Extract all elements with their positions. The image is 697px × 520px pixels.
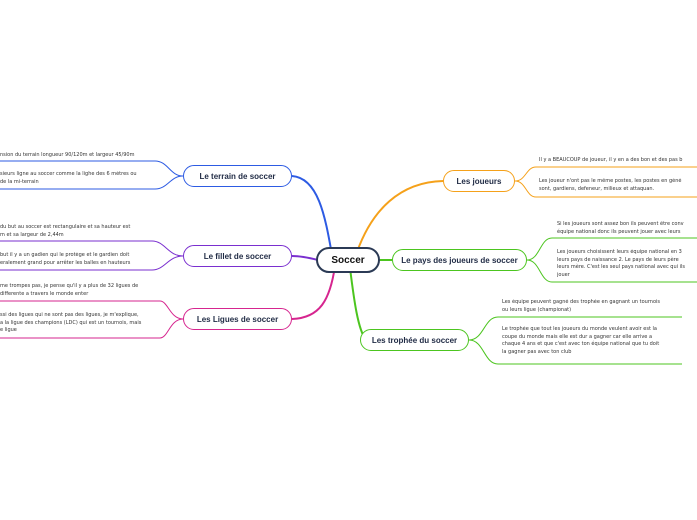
leaf-line: but il y a un gadien qui le protège et l… — [0, 252, 130, 258]
leaf-line: jouer — [557, 271, 570, 278]
leaf-joueurs-postes[interactable]: Les joueur n'ont pas le même postes, les… — [539, 178, 697, 193]
leaf-line: e ligue — [0, 327, 17, 334]
leaf-line: nsion du terrain longueur 90/120m et lar… — [0, 152, 135, 158]
leaf-line: sont, gardiens, defeneur, milieux et att… — [539, 185, 655, 192]
leaf-line: Les joueurs choisissent leurs équipe nat… — [557, 249, 682, 255]
topic-pays[interactable]: Le pays des joueurs de soccer — [392, 249, 527, 271]
leaf-line: Les joueur n'ont pas le même postes, les… — [539, 178, 682, 184]
leaf-line: sieurs ligne au soccer comme la lighe de… — [0, 171, 137, 177]
root-topic-soccer[interactable]: Soccer — [316, 247, 380, 273]
topic-terrain[interactable]: Le terrain de soccer — [183, 165, 292, 187]
leaf-line: ssi des ligues qui ne sont pas des ligue… — [0, 312, 139, 318]
leaf-line: chaque 4 ans et que c'est avec ton équip… — [502, 341, 660, 348]
topic-fillet[interactable]: Le fillet de soccer — [183, 245, 292, 267]
leaf-line: m et sa largeur de 2,44m — [0, 231, 64, 238]
leaf-line: la gagner pas avec ton club — [502, 348, 572, 355]
leaf-pays-convocation[interactable]: Si les joueurs sont assez bon ils peuven… — [557, 221, 697, 236]
leaf-line: du but au soccer est rectangulaire et sa… — [0, 224, 131, 230]
leaf-terrain-lignes[interactable]: sieurs ligne au soccer comme la lighe de… — [0, 171, 155, 186]
leaf-line: leurs pays de naissance 2. Le pays de le… — [557, 256, 679, 263]
link-fillet — [291, 255, 319, 261]
topic-ligues[interactable]: Les Ligues de soccer — [183, 308, 292, 330]
leaf-line: Le trophée que tout les joueurs du monde… — [502, 326, 657, 332]
leaf-line: Les équipe peuvent gagné des trophée en … — [502, 299, 661, 305]
leaf-ligues-nombre[interactable]: me trompes pas, je pense qu'il y a plus … — [0, 283, 160, 298]
link-joueurs — [356, 180, 444, 253]
topic-trophee[interactable]: Les trophée du soccer — [360, 329, 469, 351]
leaf-trophee-tournois[interactable]: Les équipe peuvent gagné des trophée en … — [502, 299, 682, 314]
leaf-line: leurs mère. C'est les seul pays national… — [557, 264, 686, 271]
leaf-terrain-dimension[interactable]: nsion du terrain longueur 90/120m et lar… — [0, 152, 155, 160]
topic-joueurs[interactable]: Les joueurs — [443, 170, 515, 192]
leaf-fillet-gardien[interactable]: but il y a un gadien qui le protège et l… — [0, 252, 152, 267]
leaf-line: a la ligue des champions (LDC) qui est u… — [0, 319, 142, 326]
link-trophee — [349, 267, 367, 341]
leaf-line: me trompes pas, je pense qu'il y a plus … — [0, 283, 139, 289]
leaf-line: Si les joueurs sont assez bon ils peuven… — [557, 221, 684, 227]
leaf-line: coupe du monde mais elle est dur a gagne… — [502, 333, 653, 340]
leaf-fillet-dimension[interactable]: du but au soccer est rectangulaire et sa… — [0, 224, 152, 239]
leaf-pays-choix[interactable]: Les joueurs choisissent leurs équipe nat… — [557, 249, 697, 279]
leaf-line: ou leurs ligue (championat) — [502, 306, 572, 313]
link-terrain — [291, 175, 333, 256]
link-ligues — [291, 265, 336, 320]
leaf-line: Il y a BEAUCOUP de joueur, il y en a des… — [539, 157, 683, 163]
leaf-line: de la mi-terrain — [0, 178, 39, 185]
leaf-trophee-coupe[interactable]: Le trophée que tout les joueurs du monde… — [502, 326, 682, 356]
leaf-ligues-ldc[interactable]: ssi des ligues qui ne sont pas des ligue… — [0, 312, 160, 335]
leaf-line: differente a travers le monde enter — [0, 290, 89, 297]
leaf-joueurs-nombre[interactable]: Il y a BEAUCOUP de joueur, il y en a des… — [539, 157, 697, 165]
leaf-line: eralement grand pour arrêter les balles … — [0, 259, 131, 266]
leaf-line: équipe national donc ils peuvent jouer a… — [557, 228, 681, 235]
